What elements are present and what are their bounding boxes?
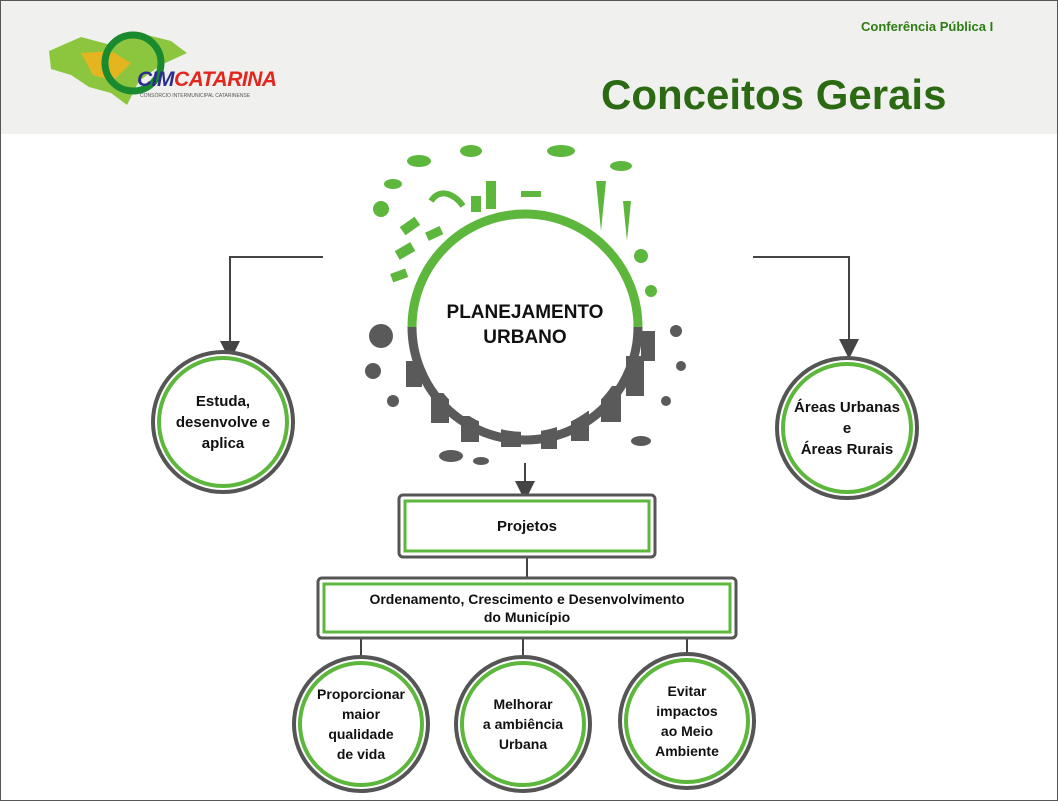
- logo-emblem-icon: [49, 31, 187, 105]
- bottom-circle-2: [454, 655, 592, 793]
- cim-catarina-logo: CIMCATARINA CONSÓRCIO INTERMUNICIPAL CAT…: [41, 23, 277, 113]
- ordering-box-label: Ordenamento, Crescimento e Desenvolvimen…: [369, 591, 685, 625]
- bottom-circle-3-label: Evitar impactos ao Meio Ambiente: [655, 683, 719, 759]
- conference-label: Conferência Pública I: [861, 19, 994, 34]
- bottom-circle-1-label: Proporcionar maior qualidade de vida: [317, 686, 405, 762]
- eco-city-illustration: [365, 145, 686, 465]
- left-circle-node: [151, 350, 295, 494]
- right-circle-label: Áreas Urbanas e Áreas Rurais: [794, 398, 900, 458]
- page-title: Conceitos Gerais: [601, 71, 947, 118]
- ordering-box-shape: [316, 576, 738, 640]
- center-label: PLANEJAMENTO URBANO: [446, 302, 604, 348]
- header-band: CIMCATARINA CONSÓRCIO INTERMUNICIPAL CAT…: [1, 1, 1057, 134]
- right-circle-node: [775, 356, 919, 500]
- bottom-circle-2-label: Melhorar a ambiência Urbana: [482, 696, 564, 752]
- left-circle-label: Estuda, desenvolve e aplica: [175, 392, 271, 452]
- projects-box-shape: [397, 493, 657, 559]
- bottom-circle-3: [618, 652, 756, 790]
- logo-wordmark: CIMCATARINA: [137, 68, 277, 91]
- bottom-circle-1: [292, 655, 430, 793]
- projects-box-label: Projetos: [496, 517, 557, 535]
- logo-subtitle: CONSÓRCIO INTERMUNICIPAL CATARINENSE: [140, 93, 251, 99]
